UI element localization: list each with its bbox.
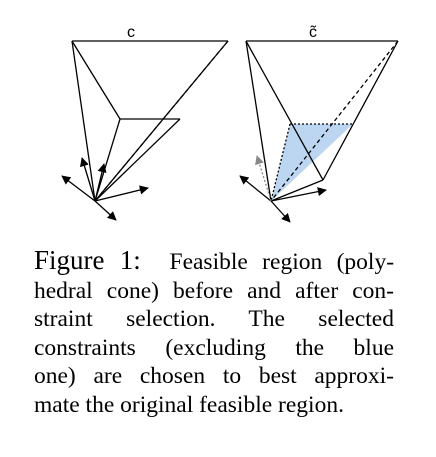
caption-line: one) are chosen to best approxi- [34, 363, 394, 390]
left-cone-panel: c [61, 24, 229, 221]
constraint-normal-arrow [94, 200, 117, 221]
right-cone-panel: c̃ [239, 24, 399, 223]
figure-caption: Figure 1: Feasible region (poly- hedral … [34, 246, 394, 420]
caption-prefix: Figure 1: [34, 245, 141, 275]
caption-line: mate the original feasible region. [34, 391, 344, 418]
caption-line: hedral cone) before and after con- [34, 277, 394, 304]
constraint-normal-arrow [239, 175, 272, 202]
constraint-normal-arrow [94, 185, 149, 202]
removed-constraint-edge [270, 123, 291, 202]
constraint-normal-arrow [61, 175, 96, 202]
constraint-normal-arrow [270, 187, 327, 202]
constraint-normal-arrow [270, 200, 291, 223]
cone-left-outer-edge [71, 40, 96, 202]
cone-inner-ridge [245, 40, 324, 181]
cone-right-outer-edge [94, 40, 229, 202]
right-panel-label: c̃ [309, 24, 317, 41]
cone-inner-ridge [94, 118, 121, 202]
cone-right-facet-edge [94, 118, 181, 202]
figure-illustration: c c̃ [61, 24, 399, 223]
dropped-constraint-arrow [255, 155, 272, 202]
left-panel-label: c [127, 24, 135, 41]
cone-left-facet-edge [71, 40, 121, 120]
removed-constraint-region [271, 124, 353, 201]
cone-left-outer-edge [245, 40, 272, 202]
constraint-normal-arrow [94, 163, 107, 202]
cone-right-outer-edge [322, 40, 399, 181]
cone-hidden-edge [270, 40, 399, 202]
caption-text: Feasible region (poly- [169, 249, 395, 275]
cone-front-edge [270, 179, 324, 202]
caption-line: straint selection. The selected [34, 306, 394, 333]
caption-line: constraints (excluding the blue [34, 334, 394, 361]
caption-line: Figure 1: Feasible region (poly- [34, 246, 394, 277]
constraint-normal-arrow [80, 157, 96, 202]
